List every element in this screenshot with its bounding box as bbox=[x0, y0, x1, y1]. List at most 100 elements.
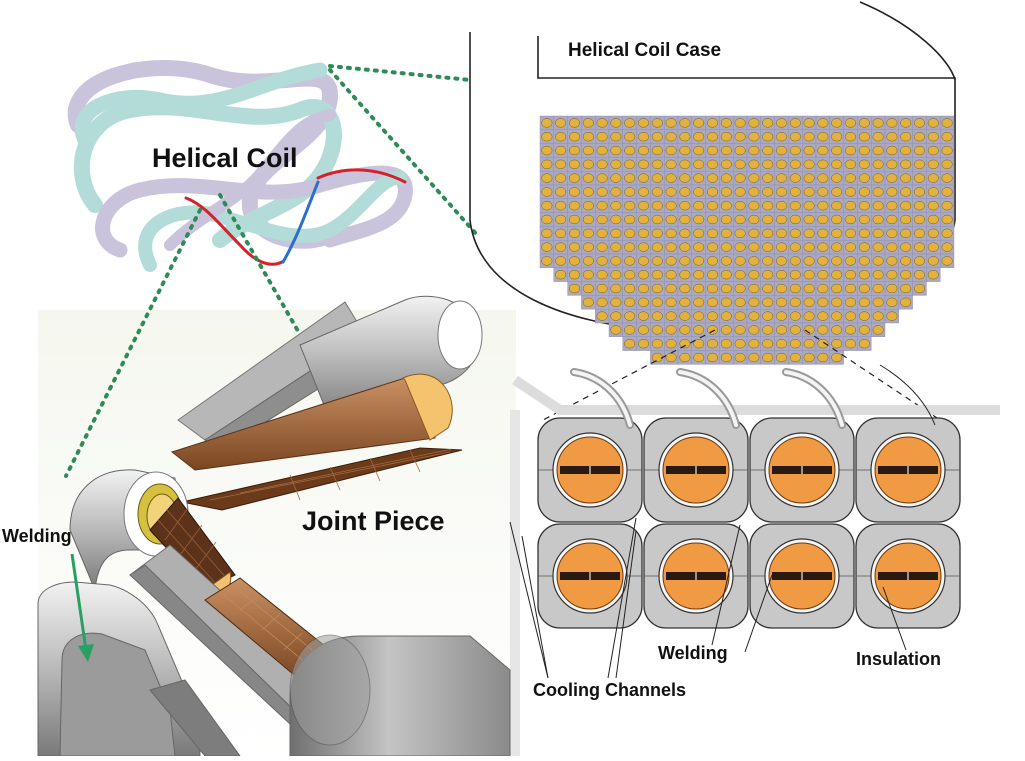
conductor-strand bbox=[624, 242, 636, 252]
conductor-strand bbox=[831, 352, 843, 363]
conductor-strand bbox=[734, 187, 746, 197]
conductor-strand bbox=[803, 145, 815, 156]
conductor-strand bbox=[845, 325, 856, 335]
conductor-strand bbox=[582, 270, 594, 280]
conductor-strand bbox=[665, 159, 677, 169]
conductor-strand bbox=[817, 297, 829, 307]
conductor-strand bbox=[803, 228, 815, 238]
conductor-strand bbox=[720, 228, 732, 238]
insulation-label: Insulation bbox=[856, 649, 941, 669]
conductor-strand bbox=[679, 214, 691, 225]
conductor-strand bbox=[720, 256, 732, 266]
conductor-strand bbox=[651, 228, 663, 238]
conductor-strand bbox=[927, 159, 939, 169]
conductor-strand bbox=[872, 145, 884, 156]
conductor-strand bbox=[803, 339, 815, 349]
conductor-strand bbox=[693, 228, 705, 238]
conductor-strand bbox=[555, 228, 567, 238]
conductor-strand bbox=[762, 118, 774, 128]
conductor-strand bbox=[886, 145, 898, 156]
conductor-strand bbox=[817, 228, 829, 238]
conductor-strand bbox=[817, 242, 829, 252]
conductor-strand bbox=[707, 145, 718, 156]
conductor-strand bbox=[927, 132, 939, 142]
conductor-strand bbox=[624, 325, 636, 335]
conductor-strand bbox=[610, 173, 622, 183]
conductor-strand bbox=[762, 352, 774, 363]
conductor-strand bbox=[569, 173, 580, 183]
conductor-strand bbox=[707, 339, 718, 349]
conductor-strand bbox=[665, 214, 677, 225]
conductor-strand bbox=[914, 283, 925, 294]
conductor-strand bbox=[610, 256, 622, 266]
conductor-strand bbox=[748, 145, 760, 156]
conductor-strand bbox=[941, 118, 953, 128]
conductor-strand bbox=[789, 339, 801, 349]
conductor-strand bbox=[803, 311, 815, 321]
conductor-strand bbox=[762, 173, 774, 183]
conductor-strand bbox=[789, 145, 801, 156]
conductor-strand bbox=[776, 242, 787, 252]
conductor-strand bbox=[789, 242, 801, 252]
conductor-strand bbox=[872, 311, 884, 321]
conductor-strand bbox=[679, 325, 691, 335]
conductor-strand bbox=[734, 311, 746, 321]
conductor-strand bbox=[817, 256, 829, 266]
conductor-strand bbox=[900, 159, 912, 169]
conductor-strand bbox=[845, 173, 856, 183]
conductor-strand bbox=[582, 187, 594, 197]
conductor-strand bbox=[858, 201, 870, 211]
conductor-strand bbox=[693, 187, 705, 197]
conductor-strand bbox=[734, 270, 746, 280]
conductor-strand bbox=[596, 270, 608, 280]
conductor-strand bbox=[624, 311, 636, 321]
conductor-strand bbox=[762, 187, 774, 197]
conductor-strand bbox=[914, 145, 925, 156]
conductor-strand bbox=[707, 256, 718, 266]
conductor-strand bbox=[720, 214, 732, 225]
conductor-strand bbox=[596, 159, 608, 169]
conductor-strand bbox=[845, 297, 856, 307]
conductor-strand bbox=[582, 201, 594, 211]
conductor-strand bbox=[762, 214, 774, 225]
conductor-strand bbox=[665, 242, 677, 252]
conductor-strand bbox=[651, 173, 663, 183]
conductor-strand bbox=[927, 173, 939, 183]
conductor-strand bbox=[776, 187, 787, 197]
conductor-strand bbox=[679, 145, 691, 156]
conductor-strand bbox=[831, 187, 843, 197]
conductor-strand bbox=[596, 132, 608, 142]
conductor-strand bbox=[927, 214, 939, 225]
joint-piece-illustration bbox=[37, 295, 511, 757]
helical-coil-case-label: Helical Coil Case bbox=[568, 40, 722, 61]
helical-coil-illustration bbox=[67, 60, 413, 272]
conductor-strand bbox=[651, 118, 663, 128]
conductor-strand bbox=[748, 214, 760, 225]
conductor-strand bbox=[693, 118, 705, 128]
conductor-strand bbox=[734, 242, 746, 252]
conductor-strand bbox=[624, 201, 636, 211]
conductor-strand bbox=[596, 145, 608, 156]
conductor-strand bbox=[541, 118, 553, 128]
conductor-strand bbox=[941, 228, 953, 238]
conductor-strand bbox=[900, 242, 912, 252]
conductor-strand bbox=[555, 270, 567, 280]
conductor-strand bbox=[610, 214, 622, 225]
conductor-strand bbox=[803, 201, 815, 211]
conductor-strand bbox=[665, 325, 677, 335]
conductor-strand bbox=[693, 173, 705, 183]
conductor-strand bbox=[651, 201, 663, 211]
cooling-channels-label: Cooling Channels bbox=[533, 680, 686, 700]
conductor-strand bbox=[720, 145, 732, 156]
conductor-strand bbox=[596, 311, 608, 321]
conductor-strand bbox=[693, 132, 705, 142]
conductor-strand bbox=[803, 118, 815, 128]
helical-coil-label: Helical Coil bbox=[152, 143, 298, 173]
conductor-strand bbox=[624, 270, 636, 280]
conductor-strand bbox=[776, 352, 787, 363]
conductor-strand bbox=[707, 173, 718, 183]
conductor-strand bbox=[803, 297, 815, 307]
conductor-strand bbox=[624, 159, 636, 169]
conductor-strand bbox=[941, 132, 953, 142]
